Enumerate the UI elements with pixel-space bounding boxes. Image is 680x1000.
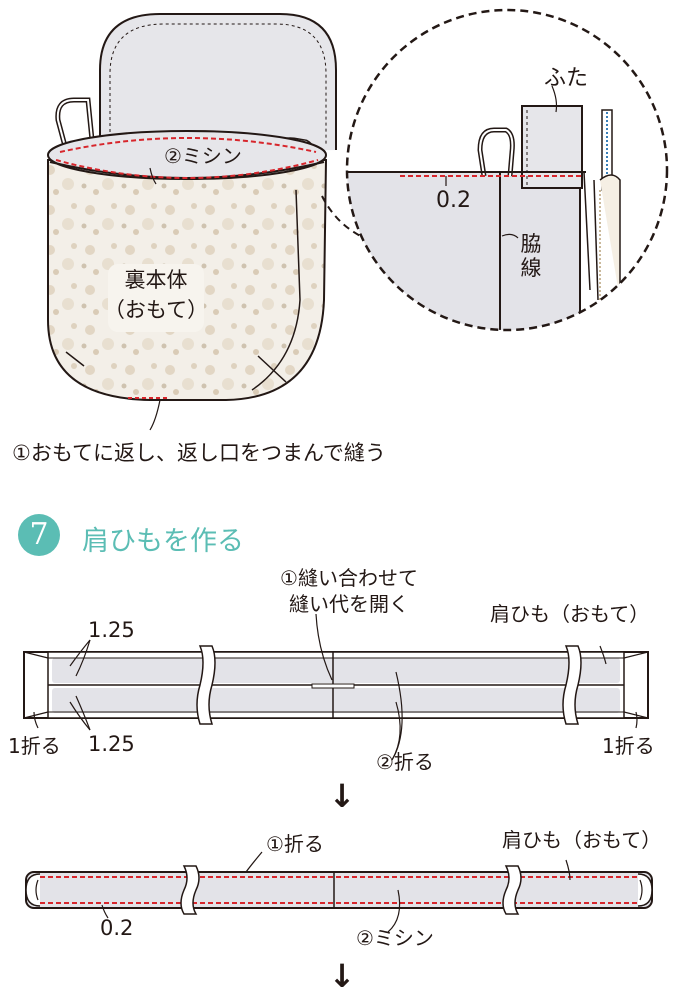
fold-1-left-label: 1折る bbox=[8, 734, 61, 758]
fold-1-right-label: 1折る bbox=[602, 734, 655, 758]
down-arrow-2: ↓ bbox=[328, 957, 356, 995]
side-seam-char-1: 脇 bbox=[520, 232, 542, 256]
lid-label: ふた bbox=[544, 66, 589, 91]
top-caption: ①おもてに返し、返し口をつまんで縫う bbox=[12, 441, 386, 465]
lining-body-side-label: （おもて） bbox=[103, 298, 209, 322]
d-ring-left bbox=[55, 97, 95, 151]
side-seam-label: 脇 線 bbox=[518, 232, 544, 280]
strap-figure-2 bbox=[25, 851, 653, 933]
down-arrow-1: ↓ bbox=[328, 777, 356, 815]
machine-label-top: ②ミシン bbox=[164, 144, 242, 168]
lining-body-label: 裏本体 bbox=[124, 268, 188, 292]
sew-open-label-1: ①縫い合わせて bbox=[280, 566, 418, 590]
step-number-badge: 7 bbox=[18, 514, 60, 556]
strap-label-2: 肩ひも（おもて） bbox=[502, 828, 662, 852]
fold-2-label: ②折る bbox=[376, 750, 434, 774]
width-label-top: 1.25 bbox=[88, 618, 135, 642]
stitch-margin-label: 0.2 bbox=[436, 188, 471, 213]
fold-1-label-fig2: ①折る bbox=[266, 832, 324, 856]
step-title: 肩ひもを作る bbox=[82, 526, 244, 557]
strap-figure-1 bbox=[23, 613, 649, 761]
bag-lid bbox=[99, 13, 337, 155]
zoom-detail bbox=[345, 8, 669, 332]
width-label-bottom: 1.25 bbox=[88, 732, 135, 756]
stitch-margin-label-2: 0.2 bbox=[100, 916, 134, 940]
strap-label-1: 肩ひも（おもて） bbox=[490, 602, 650, 626]
side-seam-char-2: 線 bbox=[520, 256, 542, 281]
machine-label-fig2: ②ミシン bbox=[356, 926, 434, 950]
lid-stitch bbox=[109, 23, 327, 150]
sew-open-label-2: 縫い代を開く bbox=[289, 592, 409, 616]
zoom-leader bbox=[321, 195, 381, 245]
bag-illustration bbox=[47, 13, 337, 401]
rim-stitch bbox=[55, 159, 319, 179]
